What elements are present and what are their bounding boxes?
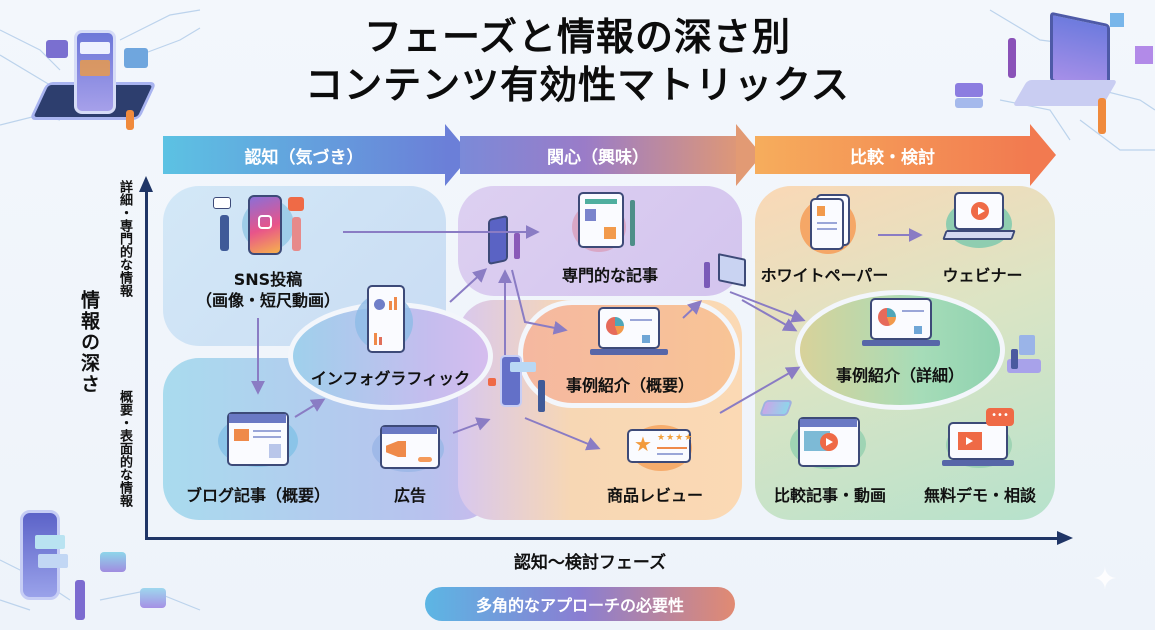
laptop-play-icon — [954, 192, 1004, 230]
y-axis — [145, 188, 148, 540]
y-axis-arrowhead — [139, 176, 153, 192]
sparkle-icon: ✦ — [1092, 562, 1118, 597]
comparison-illustration — [790, 415, 870, 470]
phase-comparison: 比較・検討 — [755, 136, 1030, 174]
laptop-people-illustration — [950, 8, 1155, 138]
newspaper-pen-icon — [578, 192, 624, 248]
sns-illustration — [210, 193, 315, 258]
phase-comparison-arrowhead — [1030, 124, 1056, 186]
webinar-label: ウェビナー — [942, 266, 1023, 285]
case-detail-illustration — [862, 296, 942, 351]
case-summary-illustration — [590, 305, 670, 360]
person-laptop-illustration — [1005, 335, 1045, 385]
phone-person-illustration — [10, 500, 170, 625]
chat-bubble-icon: ••• — [986, 408, 1014, 426]
case-summary-label: 事例紹介（概要） — [565, 376, 694, 395]
review-label: 商品レビュー — [606, 486, 703, 505]
documents-icon — [810, 198, 844, 250]
comparison-label: 比較記事・動画 — [773, 486, 886, 505]
demo-label: 無料デモ・相談 — [923, 486, 1036, 505]
smartphone-instagram-icon — [248, 195, 282, 255]
video-bubble-icon — [288, 197, 304, 211]
y-axis-title: 情報の深さ — [78, 290, 100, 395]
page-title-line2: コンテンツ有効性マトリックス — [305, 63, 850, 107]
infographic-illustration — [355, 285, 415, 355]
demo-illustration: ••• — [942, 408, 1022, 470]
phase-comparison-label: 比較・検討 — [850, 147, 935, 168]
y-axis-top-label: 詳細・専門的な情報 — [117, 180, 132, 297]
x-axis-title: 認知〜検討フェーズ — [513, 553, 667, 573]
region-case-detail — [795, 290, 1005, 410]
y-axis-bottom-label: 概要・表面的な情報 — [117, 390, 132, 507]
page-title-line1: フェーズと情報の深さ別 — [363, 15, 792, 59]
star-review-bubble-icon: ★ ★★★★ — [627, 429, 692, 463]
expert-article-label: 専門的な記事 — [561, 266, 658, 285]
infographic-label: インフォグラフィック — [310, 369, 471, 388]
review-illustration: ★ ★★★★ — [625, 425, 700, 475]
laptop-chart-icon — [870, 298, 932, 340]
blog-label: ブログ記事（概要） — [185, 486, 330, 505]
laptop-chat-icon — [948, 422, 1008, 460]
case-detail-label: 事例紹介（詳細） — [835, 366, 964, 385]
ad-label: 広告 — [393, 486, 426, 505]
laptop-chart-icon — [598, 307, 660, 349]
browser-article-icon — [227, 412, 289, 466]
blog-illustration — [218, 410, 298, 470]
phone-platform-illustration — [28, 20, 158, 130]
phase-awareness-label: 認知（気づき） — [244, 147, 364, 168]
approach-badge: 多角的なアプローチの必要性 — [425, 587, 735, 621]
megaphone-icon — [380, 425, 440, 469]
phase-interest-label: 関心（興味） — [547, 147, 649, 168]
ad-illustration — [372, 420, 447, 475]
whitepaper-illustration — [800, 192, 862, 254]
phone-person-illustration-2 — [488, 350, 553, 420]
expert-article-illustration — [570, 192, 640, 254]
person-icon — [292, 217, 301, 251]
infographic-document-icon — [367, 285, 405, 353]
approach-badge-label: 多角的なアプローチの必要性 — [475, 596, 684, 615]
whitepaper-label: ホワイトペーパー — [760, 266, 889, 285]
sns-label-line1: SNS投稿 — [233, 270, 303, 289]
chat-bubble-icon — [213, 197, 231, 209]
x-axis-arrowhead — [1057, 531, 1073, 545]
phase-awareness: 認知（気づき） — [163, 136, 445, 174]
tablet-person-illustration — [480, 214, 530, 275]
monitor-person-illustration — [700, 250, 755, 300]
person-icon — [220, 215, 229, 251]
phase-interest: 関心（興味） — [460, 136, 736, 174]
browser-video-icon — [798, 417, 860, 467]
sns-label-line2: （画像・短尺動画） — [195, 291, 340, 310]
webinar-illustration — [940, 190, 1020, 250]
x-axis — [145, 537, 1059, 540]
